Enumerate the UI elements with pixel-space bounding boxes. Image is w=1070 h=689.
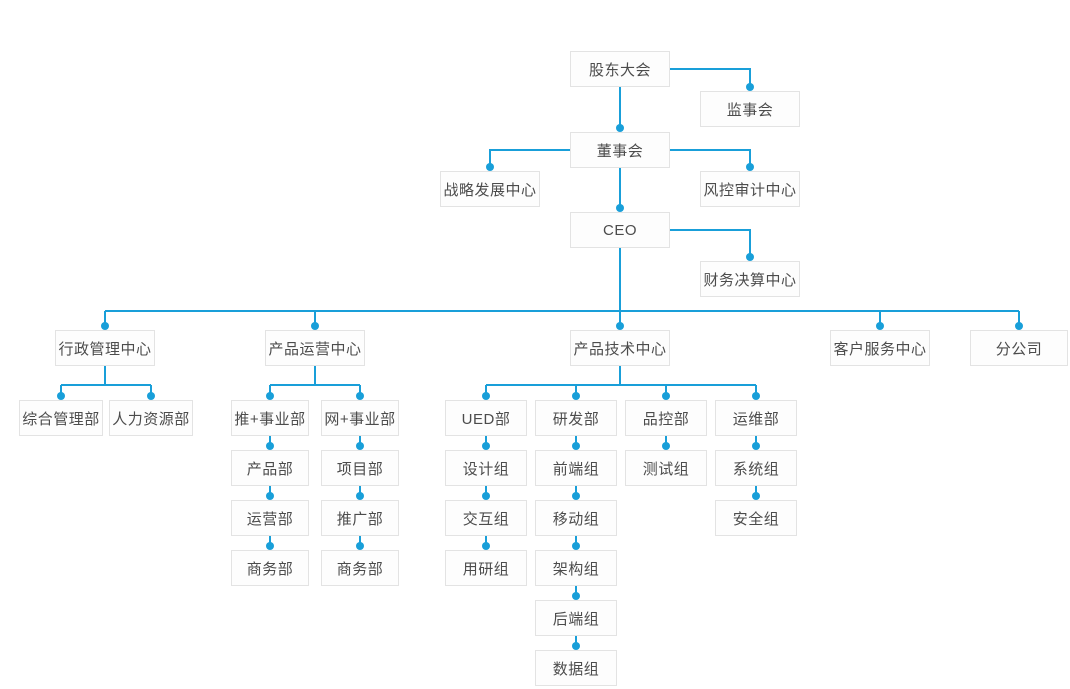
connector-dot — [662, 442, 670, 450]
org-node-wang-business-dept: 网+事业部 — [321, 400, 399, 436]
connector-dot — [572, 492, 580, 500]
connector-line — [670, 149, 751, 165]
org-node-board-of-directors: 董事会 — [570, 132, 670, 168]
org-node-shareholders-meeting: 股东大会 — [570, 51, 670, 87]
org-node-ceo: CEO — [570, 212, 670, 248]
connector-dot — [101, 322, 109, 330]
connector-line — [670, 229, 751, 255]
org-node-testing-team: 测试组 — [625, 450, 707, 486]
org-node-architecture-team: 架构组 — [535, 550, 617, 586]
org-node-product-dept: 产品部 — [231, 450, 309, 486]
org-node-system-team: 系统组 — [715, 450, 797, 486]
connector-dot — [616, 322, 624, 330]
connector-dot — [1015, 322, 1023, 330]
org-node-security-team: 安全组 — [715, 500, 797, 536]
org-node-ued-dept: UED部 — [445, 400, 527, 436]
org-node-design-team: 设计组 — [445, 450, 527, 486]
org-node-branch-company: 分公司 — [970, 330, 1068, 366]
org-node-customer-service-center: 客户服务中心 — [830, 330, 930, 366]
org-node-tui-business-dept: 推+事业部 — [231, 400, 309, 436]
connector-dot — [572, 542, 580, 550]
connector-dot — [616, 204, 624, 212]
connector-dot — [752, 492, 760, 500]
connector-dot — [356, 542, 364, 550]
connector-dot — [311, 322, 319, 330]
org-node-user-research-team: 用研组 — [445, 550, 527, 586]
org-node-business-dept-1: 商务部 — [231, 550, 309, 586]
connector-line — [670, 68, 751, 85]
connector-dot — [572, 642, 580, 650]
connector-dot — [482, 492, 490, 500]
connector-dot — [57, 392, 65, 400]
org-node-business-dept-2: 商务部 — [321, 550, 399, 586]
org-node-data-team: 数据组 — [535, 650, 617, 686]
org-node-frontend-team: 前端组 — [535, 450, 617, 486]
org-node-admin-management-center: 行政管理中心 — [55, 330, 155, 366]
connector-dot — [662, 392, 670, 400]
connector-dot — [746, 253, 754, 261]
connector-dot — [266, 542, 274, 550]
connector-dot — [482, 542, 490, 550]
connector-dot — [356, 492, 364, 500]
connector-dot — [746, 163, 754, 171]
org-node-ops-dept: 运维部 — [715, 400, 797, 436]
org-node-backend-team: 后端组 — [535, 600, 617, 636]
connector-dot — [147, 392, 155, 400]
connector-dot — [356, 442, 364, 450]
org-node-qc-dept: 品控部 — [625, 400, 707, 436]
connector-dot — [752, 392, 760, 400]
org-node-general-management-dept: 综合管理部 — [19, 400, 103, 436]
connector-dot — [572, 392, 580, 400]
org-node-rd-dept: 研发部 — [535, 400, 617, 436]
org-node-interaction-team: 交互组 — [445, 500, 527, 536]
connector-dot — [876, 322, 884, 330]
org-node-promotion-dept: 推广部 — [321, 500, 399, 536]
org-node-mobile-team: 移动组 — [535, 500, 617, 536]
connector-dot — [266, 442, 274, 450]
connector-dot — [266, 492, 274, 500]
org-node-supervisory-board: 监事会 — [700, 91, 800, 127]
org-node-risk-audit-center: 风控审计中心 — [700, 171, 800, 207]
connector-dot — [486, 163, 494, 171]
connector-dot — [266, 392, 274, 400]
connector-dot — [752, 442, 760, 450]
org-node-strategy-development-center: 战略发展中心 — [440, 171, 540, 207]
org-node-operation-dept: 运营部 — [231, 500, 309, 536]
connector-dot — [616, 124, 624, 132]
connector-dot — [746, 83, 754, 91]
connector-dot — [572, 442, 580, 450]
connector-dot — [356, 392, 364, 400]
org-node-product-technology-center: 产品技术中心 — [570, 330, 670, 366]
org-node-financial-settlement-center: 财务决算中心 — [700, 261, 800, 297]
connector-dot — [482, 392, 490, 400]
org-node-project-dept: 项目部 — [321, 450, 399, 486]
connector-line — [489, 149, 570, 165]
connector-dot — [572, 592, 580, 600]
org-node-product-operation-center: 产品运营中心 — [265, 330, 365, 366]
connector-dot — [482, 442, 490, 450]
org-node-hr-dept: 人力资源部 — [109, 400, 193, 436]
